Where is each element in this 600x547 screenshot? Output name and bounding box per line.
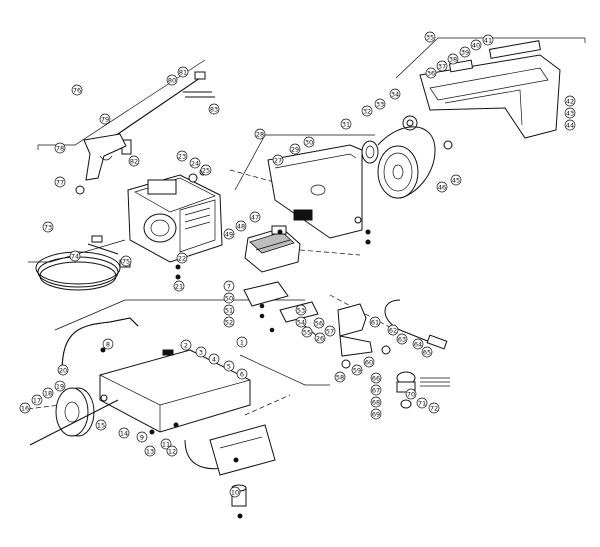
callout-12: 12 bbox=[168, 448, 176, 456]
callout-44: 44 bbox=[566, 122, 574, 130]
callout-14: 14 bbox=[120, 430, 128, 438]
callout-50: 50 bbox=[225, 295, 233, 303]
callout-13: 13 bbox=[146, 448, 154, 456]
callout-40: 40 bbox=[472, 42, 480, 50]
hose-assembly bbox=[35, 235, 131, 291]
callout-26: 26 bbox=[316, 335, 324, 343]
callout-65: 65 bbox=[423, 349, 431, 357]
callout-70: 70 bbox=[407, 391, 415, 399]
callout-64: 64 bbox=[414, 341, 422, 349]
callout-2: 2 bbox=[184, 342, 188, 350]
callout-41: 41 bbox=[484, 37, 492, 45]
callout-39: 39 bbox=[461, 49, 469, 57]
pulley-assembly bbox=[361, 126, 436, 199]
callout-47: 47 bbox=[251, 214, 259, 222]
callout-53: 53 bbox=[297, 307, 305, 315]
mounting-bracket bbox=[267, 144, 363, 239]
callout-31: 31 bbox=[342, 121, 350, 129]
callout-76: 76 bbox=[73, 87, 81, 95]
callout-25: 25 bbox=[202, 167, 210, 175]
engine-assembly bbox=[127, 168, 223, 263]
callout-45: 45 bbox=[452, 177, 460, 185]
callout-57: 57 bbox=[326, 328, 334, 336]
callout-29: 29 bbox=[291, 146, 299, 154]
callout-54: 54 bbox=[297, 319, 305, 327]
callout-75: 75 bbox=[122, 258, 130, 266]
callout-71: 71 bbox=[418, 400, 426, 408]
callout-21: 21 bbox=[175, 283, 183, 291]
callout-22: 22 bbox=[178, 255, 186, 263]
callout-79: 79 bbox=[101, 116, 109, 124]
callout-51: 51 bbox=[225, 307, 233, 315]
callout-63: 63 bbox=[398, 336, 406, 344]
wheel-assembly bbox=[29, 387, 119, 446]
callout-35: 35 bbox=[426, 34, 434, 42]
pump-assembly bbox=[244, 225, 301, 273]
callout-10: 10 bbox=[231, 489, 239, 497]
callout-58: 58 bbox=[336, 374, 344, 382]
callout-28: 28 bbox=[256, 131, 264, 139]
fasteners bbox=[100, 229, 371, 463]
callout-18: 18 bbox=[44, 390, 52, 398]
callout-36: 36 bbox=[427, 70, 435, 78]
callout-60: 60 bbox=[365, 359, 373, 367]
callout-19: 19 bbox=[56, 383, 64, 391]
callout-77: 77 bbox=[56, 179, 64, 187]
callout-69: 69 bbox=[372, 411, 380, 419]
callout-66: 66 bbox=[372, 375, 380, 383]
callout-37: 37 bbox=[438, 63, 446, 71]
callout-49: 49 bbox=[225, 231, 233, 239]
callout-11: 11 bbox=[162, 441, 170, 449]
callout-32: 32 bbox=[363, 108, 371, 116]
callout-9: 9 bbox=[140, 434, 144, 442]
callout-73: 73 bbox=[44, 224, 52, 232]
callout-59: 59 bbox=[353, 367, 361, 375]
callout-24: 24 bbox=[191, 160, 199, 168]
callout-68: 68 bbox=[372, 399, 380, 407]
callout-5: 5 bbox=[227, 363, 231, 371]
callout-42: 42 bbox=[566, 98, 574, 106]
callout-62: 62 bbox=[389, 327, 397, 335]
callout-7: 7 bbox=[227, 283, 231, 291]
callout-6: 6 bbox=[240, 371, 244, 379]
callout-3: 3 bbox=[199, 349, 203, 357]
belt-guard-assembly bbox=[402, 40, 561, 150]
callout-20: 20 bbox=[59, 367, 67, 375]
callout-1: 1 bbox=[240, 339, 244, 347]
callout-17: 17 bbox=[33, 397, 41, 405]
callout-56: 56 bbox=[315, 320, 323, 328]
callout-38: 38 bbox=[449, 56, 457, 64]
callout-52: 52 bbox=[225, 319, 233, 327]
callout-80: 80 bbox=[168, 77, 176, 85]
callout-30: 30 bbox=[305, 139, 313, 147]
callout-83: 83 bbox=[210, 106, 218, 114]
callout-82: 82 bbox=[130, 158, 138, 166]
callout-74: 74 bbox=[71, 253, 79, 261]
callout-72: 72 bbox=[430, 405, 438, 413]
callout-15: 15 bbox=[97, 422, 105, 430]
callout-78: 78 bbox=[56, 145, 64, 153]
callout-4: 4 bbox=[212, 356, 216, 364]
callout-46: 46 bbox=[438, 184, 446, 192]
spray-gun-assembly bbox=[75, 71, 215, 195]
unloader-valve-assembly bbox=[337, 299, 450, 409]
callout-23: 23 bbox=[178, 153, 186, 161]
callout-67: 67 bbox=[372, 387, 380, 395]
callout-43: 43 bbox=[566, 110, 574, 118]
callout-33: 33 bbox=[376, 101, 384, 109]
callout-8: 8 bbox=[106, 341, 110, 349]
callout-61: 61 bbox=[371, 319, 379, 327]
frame-assembly bbox=[61, 317, 276, 519]
callout-16: 16 bbox=[21, 405, 29, 413]
callout-27: 27 bbox=[274, 157, 282, 165]
callout-48: 48 bbox=[237, 223, 245, 231]
callout-labels: 1 2 3 4 5 6 7 8 9 10 11 12 13 14 15 16 1… bbox=[19, 31, 576, 498]
callout-55: 55 bbox=[303, 329, 311, 337]
callout-34: 34 bbox=[391, 91, 399, 99]
callout-81: 81 bbox=[179, 69, 187, 77]
